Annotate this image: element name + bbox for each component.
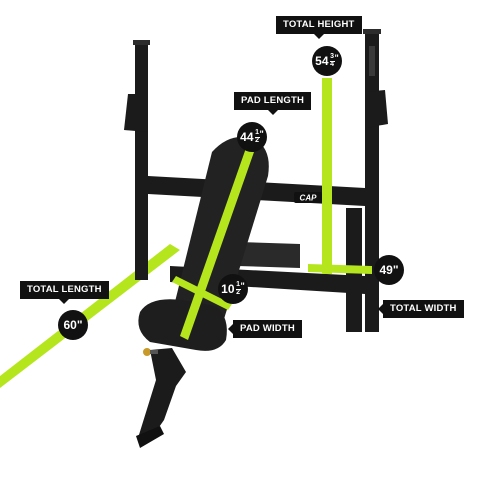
- pad-length-denominator: 2: [255, 136, 259, 144]
- brand-logo-text: CAP: [300, 194, 318, 203]
- total-height-whole: 54: [315, 54, 329, 68]
- adjustment-pin: [150, 350, 158, 354]
- total-height-line: [322, 78, 332, 274]
- pad-length-numerator: 1: [255, 129, 259, 137]
- pad-length-value: 44 1 2 ": [237, 122, 267, 152]
- pad-width-denominator: 2: [236, 288, 240, 296]
- left-upright-cap: [133, 40, 150, 45]
- total-length-label: TOTAL LENGTH: [20, 281, 109, 303]
- pad-width-numerator: 1: [236, 281, 240, 289]
- adjustment-knob: [143, 348, 151, 356]
- pad-length-label: PAD LENGTH: [234, 92, 312, 114]
- total-height-numerator: 3: [330, 53, 334, 61]
- total-width-value: 49": [374, 255, 404, 285]
- total-width-line: [308, 264, 372, 274]
- left-bar-catch: [124, 94, 148, 132]
- left-upright: [135, 42, 148, 280]
- pad-length-fraction: 1 2: [254, 129, 260, 144]
- pad-length-whole: 44: [240, 130, 254, 144]
- total-height-fraction: 3 4: [329, 53, 335, 68]
- total-height-value: 54 3 4 ": [312, 46, 342, 76]
- pad-width-value: 10 1 2 ": [218, 274, 248, 304]
- pad-width-whole: 10: [221, 282, 235, 296]
- front-foot: [136, 426, 164, 448]
- total-width-label: TOTAL WIDTH: [378, 300, 464, 318]
- pad-width-fraction: 1 2: [235, 281, 241, 296]
- front-leg: [138, 348, 186, 440]
- right-upright: [365, 32, 379, 332]
- right-upright-holes: [369, 46, 375, 76]
- brand-badge: [294, 192, 322, 203]
- pad-width-label: PAD WIDTH: [228, 320, 302, 338]
- seat-base: [238, 242, 300, 268]
- right-bar-catch: [365, 90, 388, 128]
- total-length-value: 60": [58, 310, 88, 340]
- total-height-denominator: 4: [330, 60, 334, 68]
- seat-pad: [138, 299, 227, 351]
- pad-width-unit: ": [240, 280, 245, 291]
- total-height-label: TOTAL HEIGHT: [276, 16, 362, 38]
- right-upright-cap: [363, 29, 381, 34]
- pad-width-line: [172, 276, 232, 310]
- total-height-unit: ": [334, 52, 339, 63]
- pad-length-unit: ": [259, 128, 264, 139]
